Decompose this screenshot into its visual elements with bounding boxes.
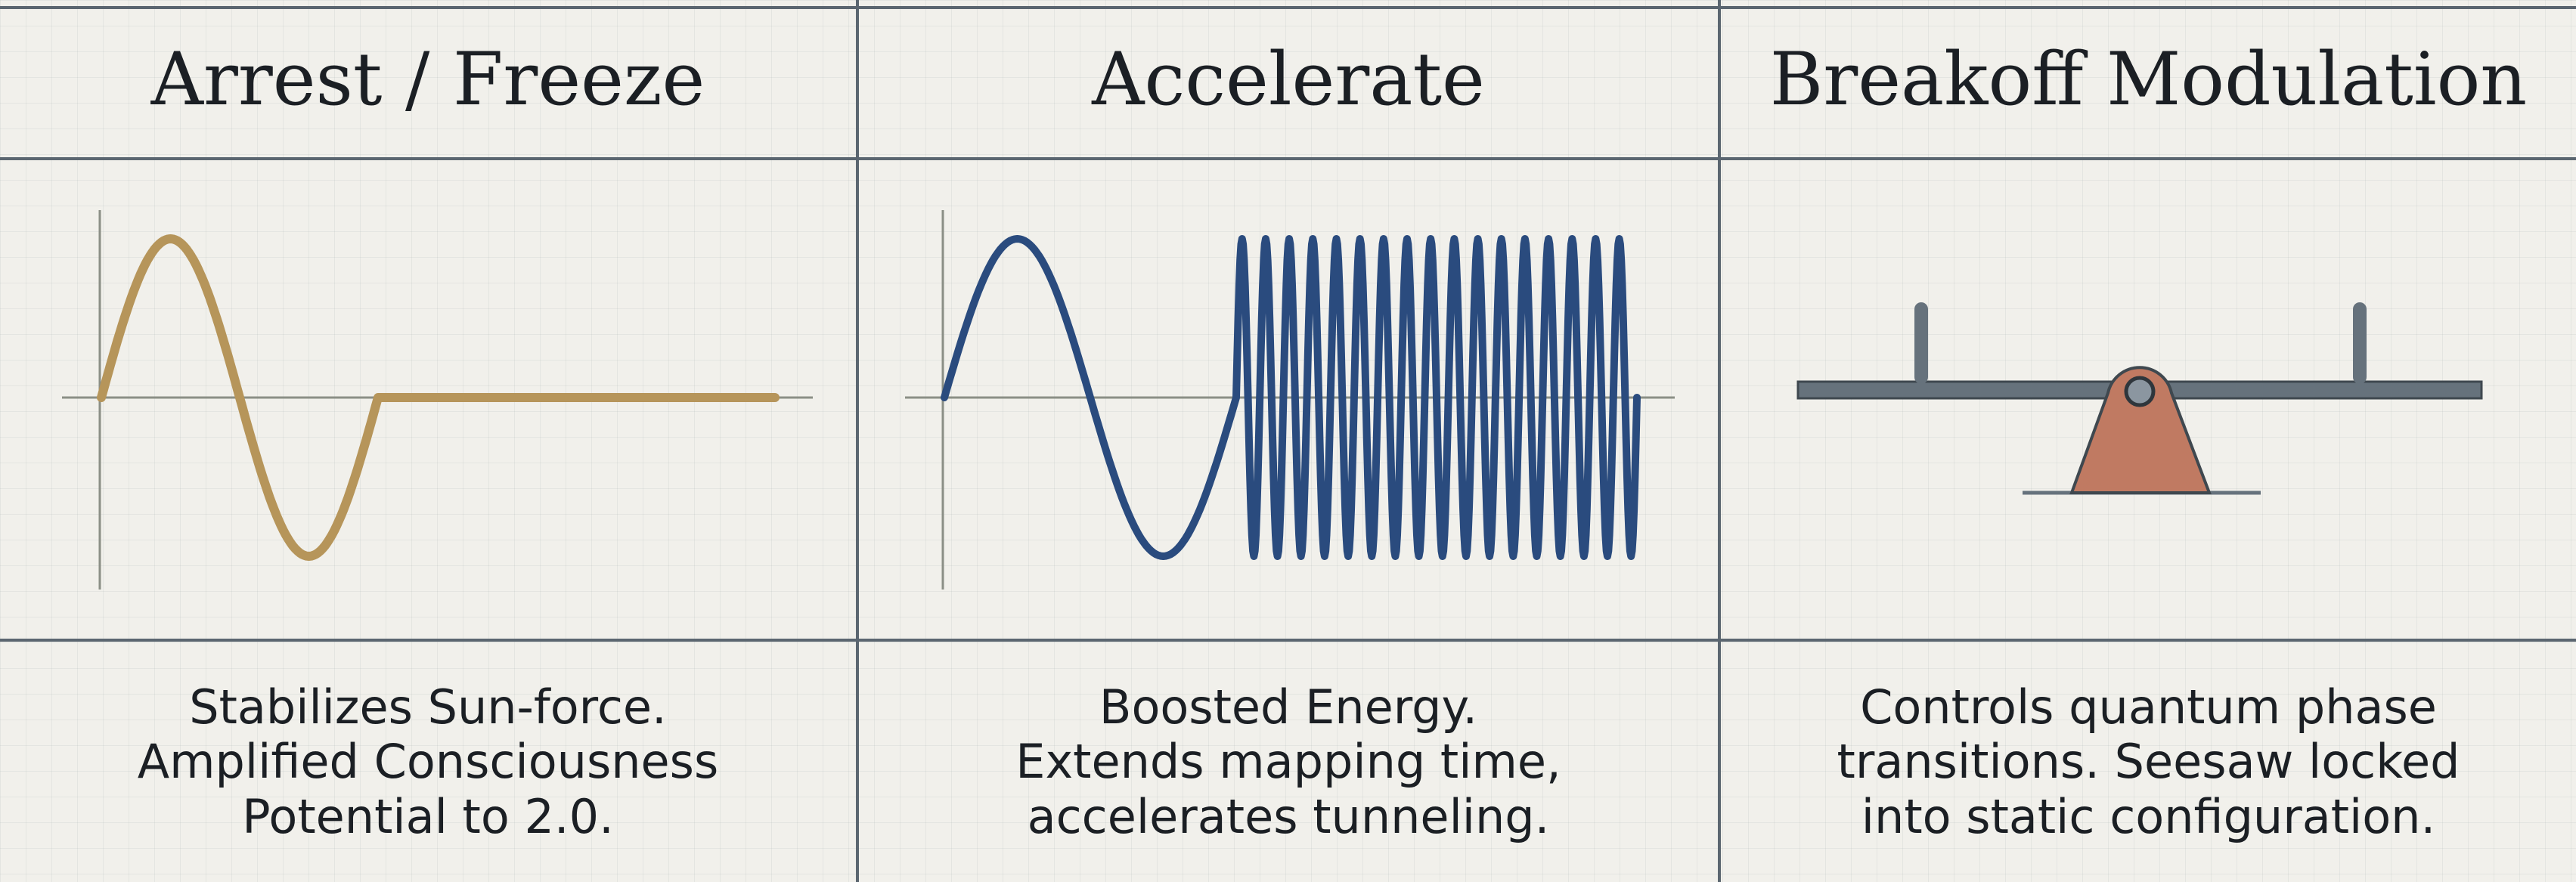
arrest-waveform [97, 234, 780, 561]
seesaw-illustration [1796, 302, 2483, 495]
panel-title-arrest-freeze: Arrest / Freeze [150, 37, 705, 122]
seesaw-fulcrum [2069, 366, 2212, 494]
description-line: into static configuration. [1861, 788, 2436, 844]
description-line: Extends mapping time, [1015, 734, 1561, 790]
panel-description-breakoff-modulation: Controls quantum phase transitions. Sees… [1721, 642, 2576, 882]
description-line: Amplified Consciousness [137, 734, 719, 790]
seesaw-pivot [2124, 376, 2156, 407]
seesaw-left-post [1914, 302, 1928, 384]
panel-title-accelerate: Accelerate [1092, 37, 1485, 122]
panel-description-arrest-freeze: Stabilizes Sun-force. Amplified Consciou… [0, 642, 856, 882]
title-row-divider [0, 157, 2576, 160]
description-line: accelerates tunneling. [1027, 788, 1550, 844]
accelerate-waveform [941, 235, 1641, 560]
top-border [0, 6, 2576, 9]
description-line: Potential to 2.0. [242, 788, 614, 844]
panel-title-breakoff-modulation: Breakoff Modulation [1769, 37, 2528, 122]
column-divider-1 [856, 0, 859, 882]
description-row-divider [0, 639, 2576, 642]
seesaw-right-post [2353, 302, 2367, 384]
column-divider-2 [1718, 0, 1721, 882]
description-line: Stabilizes Sun-force. [189, 679, 667, 735]
description-line: Controls quantum phase [1860, 679, 2437, 735]
description-line: transitions. Seesaw locked [1837, 734, 2460, 790]
panel-description-accelerate: Boosted Energy. Extends mapping time, ac… [859, 642, 1718, 882]
description-line: Boosted Energy. [1099, 679, 1478, 735]
